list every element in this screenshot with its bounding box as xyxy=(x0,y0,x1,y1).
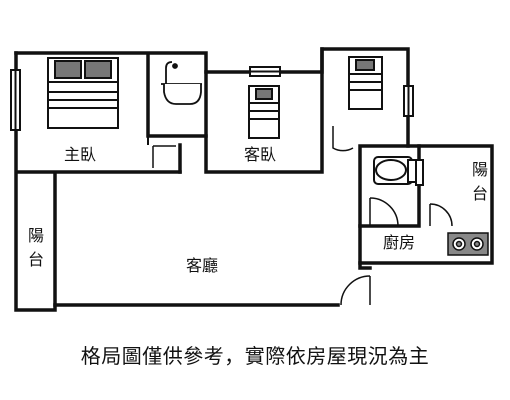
wall xyxy=(358,261,372,270)
floor-plan: 主臥 客臥 客廳 廚房 陽台 陽台 xyxy=(10,47,494,312)
bed-icon xyxy=(348,56,383,110)
room-label-kitchen: 廚房 xyxy=(383,233,415,252)
wall xyxy=(204,47,324,174)
room-label-balcony-right: 陽台 xyxy=(472,160,488,203)
room-label-master-bedroom: 主臥 xyxy=(64,145,96,164)
disclaimer-text: 格局圖僅供參考，實際依房屋現況為主 xyxy=(80,344,430,368)
wall xyxy=(14,47,410,148)
toilet-icon xyxy=(373,156,417,185)
stove-icon xyxy=(447,232,489,256)
bed-icon xyxy=(47,57,119,129)
room-label-guest-bedroom: 客臥 xyxy=(244,145,276,164)
bed-icon xyxy=(248,85,280,139)
door-swing-icon xyxy=(152,126,453,306)
bathtub-icon xyxy=(161,61,202,105)
room-label-balcony-left: 陽台 xyxy=(28,226,44,269)
wall xyxy=(358,144,494,265)
room-label-living-room: 客廳 xyxy=(186,256,218,275)
